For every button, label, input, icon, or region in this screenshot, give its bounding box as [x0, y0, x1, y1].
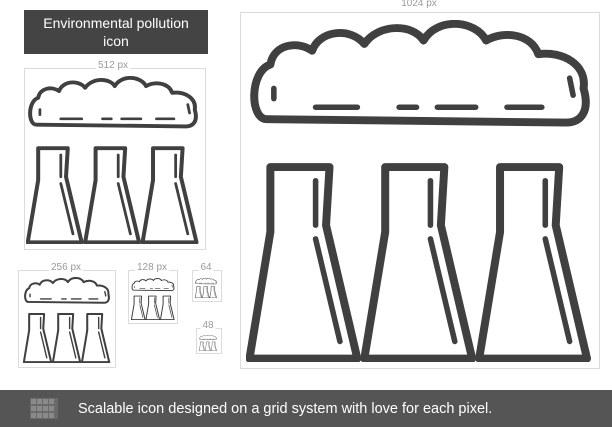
footer-text: Scalable icon designed on a grid system …	[78, 400, 493, 417]
pollution-icon-512	[26, 76, 200, 244]
size-label-512: 512 px	[95, 60, 131, 72]
size-label-256: 256 px	[48, 262, 84, 274]
footer-bar: Scalable icon designed on a grid system …	[0, 390, 612, 427]
page-title: Environmental pollution icon	[43, 15, 189, 49]
grid-icon	[30, 398, 58, 419]
title-box: Environmental pollution icon	[24, 10, 208, 54]
pollution-icon-128	[131, 278, 175, 320]
size-label-128: 128 px	[134, 262, 170, 274]
pollution-icon-48	[199, 335, 217, 351]
size-label-48: 48	[200, 320, 216, 332]
pollution-icon-256	[23, 277, 111, 363]
size-label-1024: 1024 px	[399, 0, 439, 10]
pollution-icon-64	[195, 278, 217, 298]
size-label-64: 64	[198, 262, 214, 274]
pollution-icon-large	[246, 20, 594, 362]
guide-frame-1024	[240, 12, 600, 369]
